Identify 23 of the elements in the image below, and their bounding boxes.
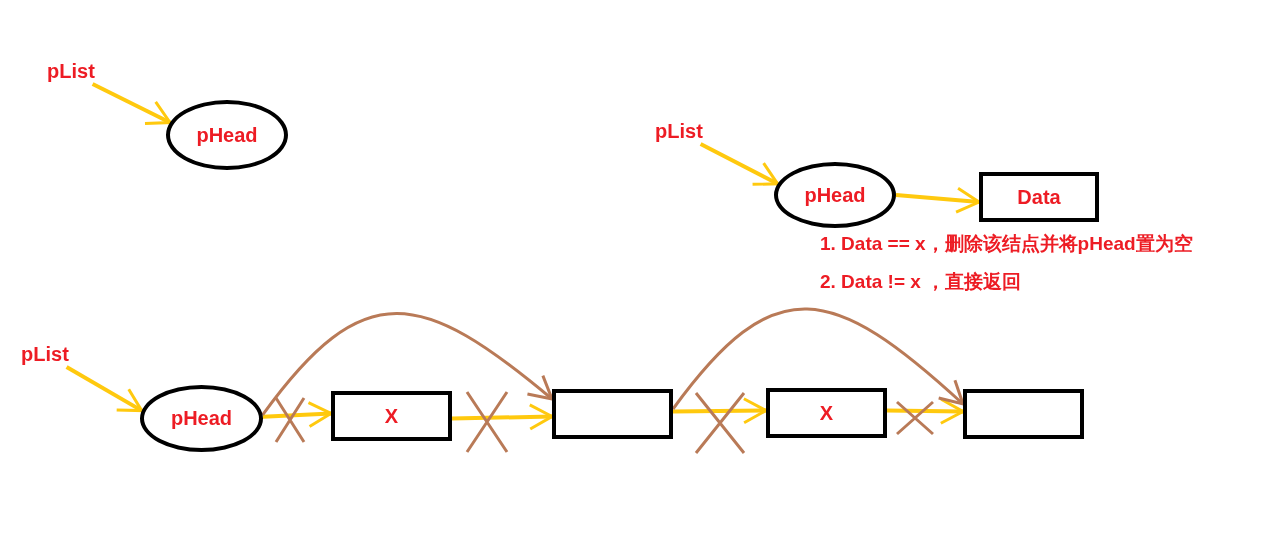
head-pointer-ellipse: pHead [166,100,288,170]
arrow [65,365,144,413]
pointer-label: pList [652,118,706,144]
arrow [699,142,780,186]
note-text: 1. Data == x，删除该结点并将pHead置为空 [820,232,1193,256]
arrow [261,312,554,416]
head-pointer-ellipse: pHead [774,162,896,228]
arrow [262,401,333,428]
list-node-box [963,389,1084,439]
pointer-label: pList [18,341,72,367]
list-node-box [552,389,673,439]
arrow [886,397,965,425]
arrow [91,82,172,125]
pointer-label: pList [44,58,98,84]
note-text: 2. Data != x ，直接返回 [820,270,1022,294]
list-node-box: X [766,388,887,438]
arrow [451,403,554,431]
list-node-box: X [331,391,452,441]
arrow [895,186,981,214]
arrow [672,397,768,425]
arrow [671,307,965,410]
head-pointer-ellipse: pHead [140,385,263,452]
list-node-box: Data [979,172,1099,222]
